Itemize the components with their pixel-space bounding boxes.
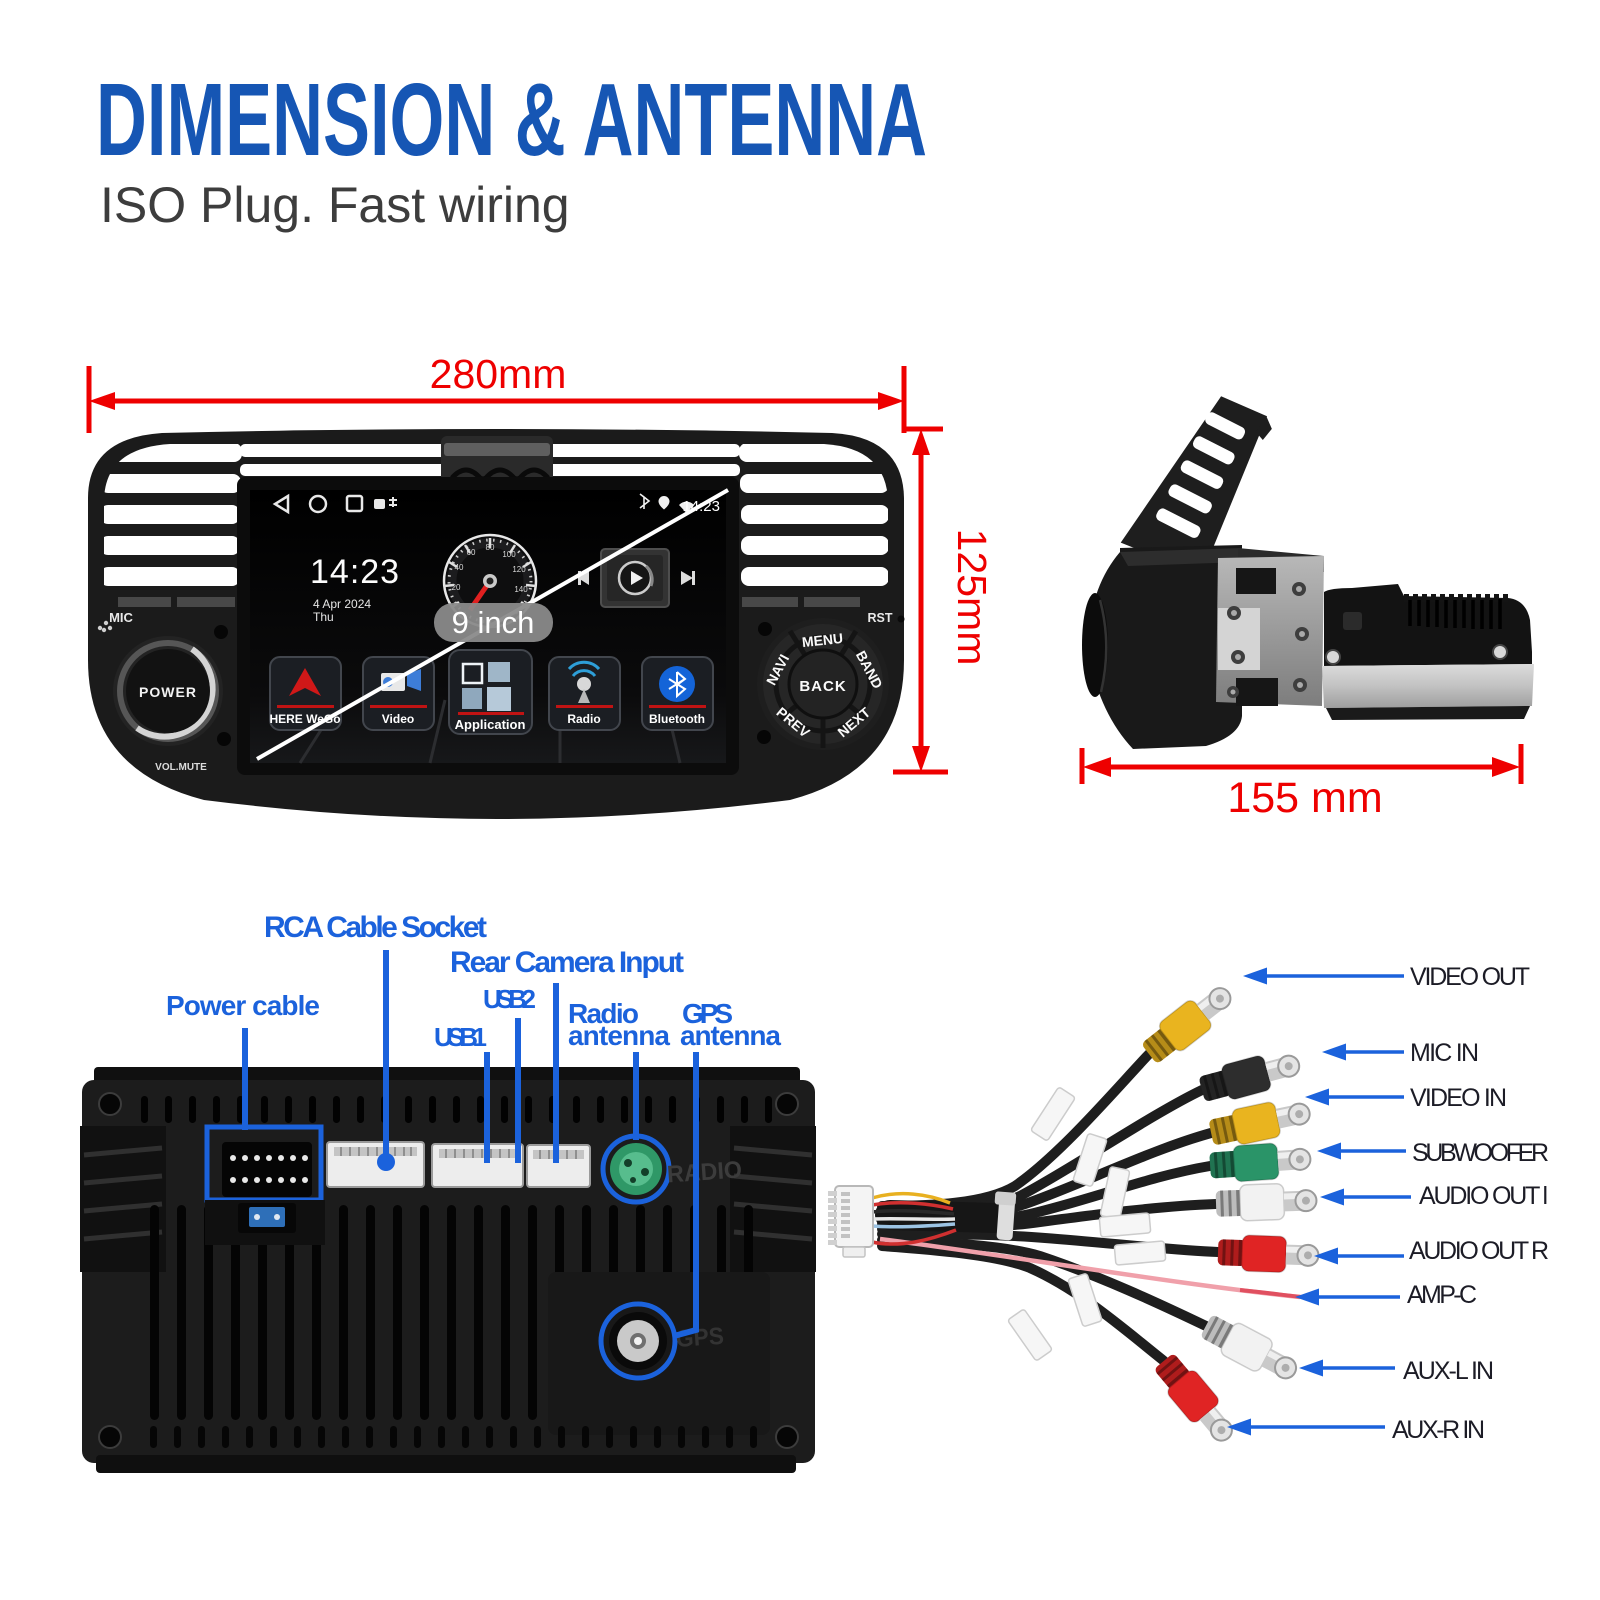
svg-text:125mm: 125mm <box>949 529 995 666</box>
svg-text:POWER: POWER <box>139 684 197 700</box>
svg-text:Radio: Radio <box>568 998 639 1029</box>
svg-text:80: 80 <box>486 543 495 552</box>
svg-text:20: 20 <box>452 583 461 592</box>
svg-text:RADIO: RADIO <box>666 1156 743 1188</box>
svg-text:Bluetooth: Bluetooth <box>649 712 705 726</box>
svg-text:Application: Application <box>455 717 526 732</box>
svg-text:140: 140 <box>514 585 528 594</box>
svg-text:40: 40 <box>455 563 464 572</box>
svg-text:100: 100 <box>502 550 516 559</box>
svg-text:antenna: antenna <box>680 1020 781 1051</box>
svg-text:AUDIO OUT l: AUDIO OUT l <box>1419 1182 1548 1210</box>
svg-text:AMP-C: AMP-C <box>1407 1281 1477 1309</box>
svg-text:VOL.MUTE: VOL.MUTE <box>155 762 207 773</box>
svg-text:Radio: Radio <box>567 712 600 726</box>
svg-text:VIDEO IN: VIDEO IN <box>1410 1084 1507 1112</box>
svg-text:GPS: GPS <box>682 998 733 1029</box>
svg-text:155 mm: 155 mm <box>1227 774 1382 822</box>
svg-text:RCA Cable Socket: RCA Cable Socket <box>264 911 487 944</box>
svg-text:AUX-L IN: AUX-L IN <box>1403 1357 1494 1385</box>
svg-text:USB1: USB1 <box>434 1022 487 1052</box>
svg-text:MIC: MIC <box>109 610 133 625</box>
svg-text:Thu: Thu <box>313 610 334 624</box>
svg-text:SUBWOOFER: SUBWOOFER <box>1412 1139 1549 1167</box>
svg-text:USB2: USB2 <box>483 984 536 1014</box>
svg-text:MIC IN: MIC IN <box>1410 1039 1479 1067</box>
svg-text:VIDEO OUT: VIDEO OUT <box>1410 963 1530 991</box>
svg-text:9 inch: 9 inch <box>452 605 535 640</box>
svg-text:120: 120 <box>512 565 526 574</box>
svg-text:4 Apr 2024: 4 Apr 2024 <box>313 597 371 611</box>
svg-text:Power cable: Power cable <box>166 990 320 1021</box>
svg-text:MENU: MENU <box>801 630 844 650</box>
svg-text:BACK: BACK <box>799 678 846 695</box>
svg-text:14:23: 14:23 <box>310 553 400 591</box>
svg-text:RST: RST <box>868 611 893 625</box>
svg-text:antenna: antenna <box>568 1020 670 1051</box>
svg-text:ISO Plug. Fast wiring: ISO Plug. Fast wiring <box>100 177 570 233</box>
svg-text:60: 60 <box>467 548 476 557</box>
svg-text:DIMENSION & ANTENNA: DIMENSION & ANTENNA <box>96 62 927 177</box>
svg-text:AUDIO OUT R: AUDIO OUT R <box>1409 1237 1549 1265</box>
svg-text:GPS: GPS <box>675 1323 725 1353</box>
svg-text:Rear Camera Input: Rear Camera Input <box>450 946 684 979</box>
svg-text:280mm: 280mm <box>430 351 567 397</box>
svg-text:Video: Video <box>382 712 414 726</box>
svg-text:AUX-R IN: AUX-R IN <box>1392 1416 1485 1444</box>
